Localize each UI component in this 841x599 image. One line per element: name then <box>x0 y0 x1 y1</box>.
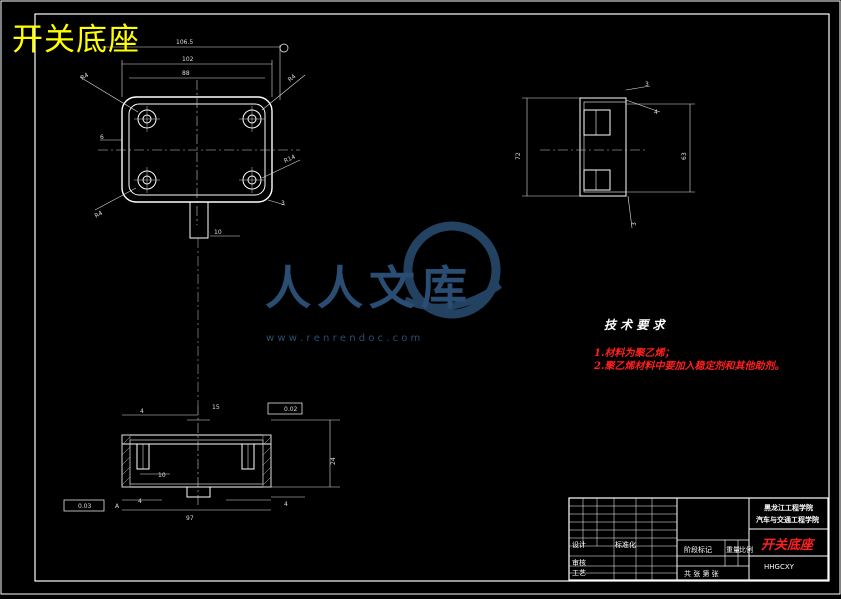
front-section-view <box>63 238 340 512</box>
top-view-dimensions: 106.5 102 88 R4 R4 R4 R14 10 3 6 <box>80 39 298 236</box>
svg-text:0.03: 0.03 <box>78 503 92 510</box>
svg-text:R14: R14 <box>283 153 297 164</box>
svg-text:R4: R4 <box>94 210 105 220</box>
inner-frame <box>34 13 830 582</box>
svg-text:72: 72 <box>515 152 522 160</box>
svg-text:3: 3 <box>281 200 285 207</box>
svg-text:10: 10 <box>214 229 222 236</box>
part-name: 开关底座 <box>761 538 814 553</box>
side-view <box>522 85 695 229</box>
svg-text:4: 4 <box>284 501 288 508</box>
watermark-logo <box>403 221 503 319</box>
watermark-text: 人人文库 <box>265 261 473 315</box>
title-block-grid <box>568 497 829 581</box>
svg-text:A: A <box>115 503 120 510</box>
standardization-label: 标准化 <box>615 541 636 549</box>
top-view <box>79 43 306 239</box>
sheet-count: 共 张 第 张 <box>684 570 719 578</box>
svg-text:24: 24 <box>330 457 337 465</box>
stage-mark-label: 阶段标记 <box>684 546 712 554</box>
svg-text:3: 3 <box>645 81 649 88</box>
process-label: 工艺 <box>572 569 586 577</box>
school-name: 黑龙江工程学院 <box>764 504 813 512</box>
front-view-dimensions: 4 15 0.02 24 97 4 4 10 0.03 A <box>78 404 337 522</box>
requirement-item: 2.聚乙烯材料中要加入稳定剂和其他助剂。 <box>594 361 785 372</box>
tech-requirements-heading: 技 术 要 求 <box>604 318 665 332</box>
svg-text:R4: R4 <box>287 73 298 84</box>
drawing-number: HHGCXY <box>764 563 794 571</box>
svg-text:102: 102 <box>182 56 194 63</box>
svg-text:4: 4 <box>654 109 658 116</box>
review-label: 审核 <box>572 559 586 567</box>
design-label: 设计 <box>572 541 586 549</box>
svg-text:15: 15 <box>212 404 220 411</box>
requirement-item: 1.材料为聚乙烯； <box>594 348 675 359</box>
svg-text:88: 88 <box>182 70 190 77</box>
watermark-url: w w w . r e n r e n d o c . c o m <box>266 333 421 344</box>
scale-label: 比例 <box>739 546 753 554</box>
svg-text:3: 3 <box>631 222 638 226</box>
drawing-title: 开关底座 <box>12 22 140 58</box>
side-view-dimensions: 72 63 3 4 3 <box>515 81 688 226</box>
svg-text:4: 4 <box>140 408 144 415</box>
svg-text:97: 97 <box>186 515 194 522</box>
svg-text:63: 63 <box>681 152 688 160</box>
svg-text:10: 10 <box>158 472 166 479</box>
weight-label: 重量 <box>726 546 740 554</box>
department-name: 汽车与交通工程学院 <box>756 516 819 524</box>
svg-text:4: 4 <box>138 498 142 505</box>
svg-text:6: 6 <box>100 134 104 141</box>
svg-text:0.02: 0.02 <box>284 406 298 413</box>
svg-text:106.5: 106.5 <box>176 39 193 46</box>
svg-text:R4: R4 <box>80 72 91 82</box>
